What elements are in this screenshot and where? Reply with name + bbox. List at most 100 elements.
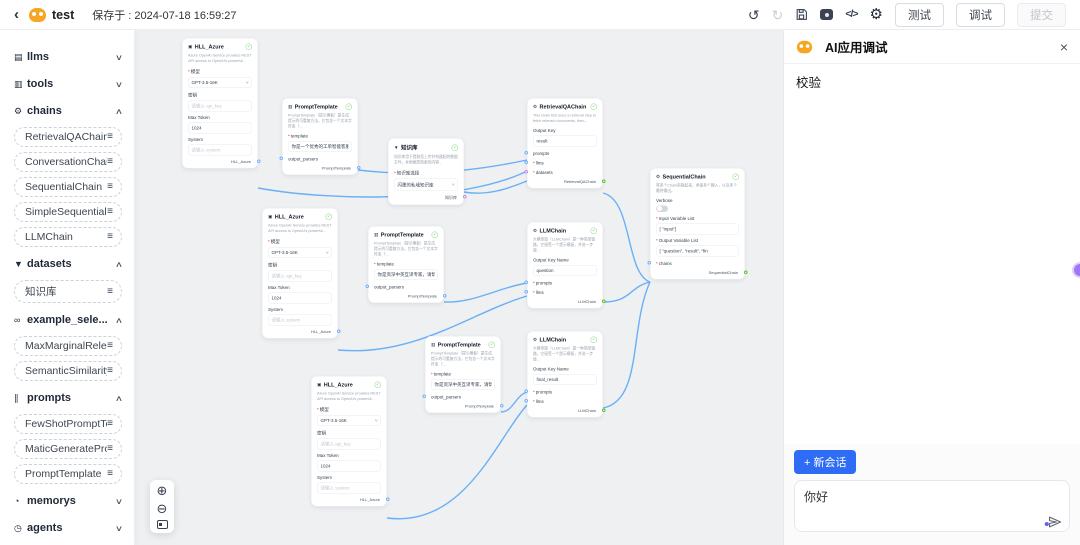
api-key-input[interactable] bbox=[317, 438, 381, 450]
drag-handle-icon[interactable]: ≡ bbox=[107, 418, 113, 429]
output-key-name-input[interactable] bbox=[533, 373, 597, 385]
output-key-name-input[interactable] bbox=[533, 264, 597, 276]
api-key-input[interactable] bbox=[188, 100, 252, 112]
sidebar-item-retrieval-qa-chain[interactable]: RetrievalQAChain ≡ bbox=[14, 127, 122, 147]
node-knowledge-base[interactable]: ▼ 知识库 ✓ 知识库用于提取您上传并构建起的数据文件，并根据您检索的内容...… bbox=[388, 138, 540, 272]
output-handle[interactable] bbox=[602, 179, 606, 183]
sidebar-section-agents[interactable]: ◷ agents ∨ bbox=[14, 518, 123, 538]
input-handle-prompts[interactable] bbox=[524, 280, 528, 284]
redo-icon[interactable]: ↻ bbox=[771, 6, 784, 23]
input-handle-llms[interactable] bbox=[524, 160, 528, 164]
zoom-out-button[interactable]: ⊖ bbox=[156, 501, 168, 516]
node-hll-azure[interactable]: ▣ HLL_Azure ✓ Azure OpenAI Service provi… bbox=[311, 376, 463, 545]
template-input[interactable] bbox=[288, 140, 352, 152]
template-input[interactable] bbox=[431, 378, 495, 390]
system-input[interactable] bbox=[188, 144, 252, 156]
flow-canvas[interactable]: ▣ HLL_Azure ✓ Azure OpenAI Service provi… bbox=[135, 30, 783, 545]
output-variable-list-input[interactable] bbox=[656, 245, 739, 257]
system-input[interactable] bbox=[268, 314, 332, 326]
node-sequential-chain[interactable]: ⚙ SequentialChain ✓ 将多个Chain串联起来，承接多个输入，… bbox=[647, 168, 783, 391]
output-handle[interactable] bbox=[257, 159, 261, 163]
node-hll-azure[interactable]: ▣ HLL_Azure ✓ Azure OpenAI Service provi… bbox=[262, 208, 414, 469]
input-handle-datasets[interactable] bbox=[524, 169, 528, 174]
sidebar-item-knowledge-base[interactable]: 知识库 ≡ bbox=[14, 280, 122, 303]
node-retrieval-qa-chain[interactable]: ⚙ RetrievalQAChain ✓ This chain first do… bbox=[524, 98, 679, 279]
input-handle-llms[interactable] bbox=[524, 398, 528, 403]
node-hll-azure[interactable]: ▣ HLL_Azure ✓ Azure OpenAI Service provi… bbox=[182, 38, 334, 299]
api-key-input[interactable] bbox=[268, 270, 332, 282]
sidebar-section-chains[interactable]: ⚙ chains ∧ bbox=[14, 101, 123, 121]
fit-view-button[interactable] bbox=[156, 520, 168, 529]
new-session-button[interactable]: + 新会话 bbox=[794, 450, 857, 474]
save-icon[interactable] bbox=[795, 8, 808, 21]
right-edge-handle[interactable] bbox=[1074, 264, 1080, 276]
sidebar-item-semantic-similarity[interactable]: SemanticSimilarityE... ≡ bbox=[14, 361, 122, 381]
input-handle-output-parsers[interactable] bbox=[422, 394, 426, 398]
output-handle[interactable] bbox=[744, 270, 748, 274]
sidebar-section-example-selectors[interactable]: ∞ example_sele... ∧ bbox=[14, 310, 123, 330]
drag-handle-icon[interactable]: ≡ bbox=[107, 131, 113, 142]
submit-button[interactable]: 提交 bbox=[1017, 2, 1066, 27]
knowledge-base-select[interactable]: 闪墨的私域知识库∨ bbox=[394, 178, 458, 191]
send-icon[interactable] bbox=[1044, 515, 1062, 529]
debug-button[interactable]: 调试 bbox=[956, 2, 1005, 27]
input-handle-prompts[interactable] bbox=[524, 389, 528, 393]
sidebar-item-llm-chain[interactable]: LLMChain ≡ bbox=[14, 227, 122, 247]
sidebar-section-llms[interactable]: ▤ llms ∨ bbox=[14, 47, 123, 67]
settings-gear-icon[interactable]: ⚙ bbox=[869, 6, 883, 23]
output-key-input[interactable] bbox=[533, 135, 597, 147]
sidebar-item-prompt-template[interactable]: PromptTemplate ≡ bbox=[14, 464, 122, 484]
input-handle-llms[interactable] bbox=[524, 289, 528, 294]
max-token-input[interactable] bbox=[268, 292, 332, 304]
sidebar-section-tools[interactable]: ▥ tools ∨ bbox=[14, 74, 123, 94]
output-handle[interactable] bbox=[443, 293, 447, 298]
max-token-input[interactable] bbox=[317, 460, 381, 472]
max-token-input[interactable] bbox=[188, 122, 252, 134]
template-input[interactable] bbox=[374, 268, 438, 280]
test-button[interactable]: 测试 bbox=[895, 2, 944, 27]
node-prompt-template[interactable]: ▥ PromptTemplate ✓ PromptTemplate（提示模板）是… bbox=[365, 226, 520, 380]
code-icon[interactable]: </> bbox=[845, 8, 858, 21]
undo-icon[interactable]: ↺ bbox=[747, 6, 760, 23]
snapshot-icon[interactable] bbox=[820, 9, 834, 20]
output-handle[interactable] bbox=[386, 497, 390, 501]
drag-handle-icon[interactable]: ≡ bbox=[107, 340, 113, 351]
verbose-toggle[interactable] bbox=[656, 205, 668, 212]
system-input[interactable] bbox=[317, 482, 381, 494]
model-select[interactable]: GPT-3.5-16K∨ bbox=[317, 414, 381, 426]
input-handle-chains[interactable] bbox=[647, 260, 651, 265]
sidebar-item-matic-generate-prompt[interactable]: MaticGeneratePro... ≡ bbox=[14, 439, 122, 459]
sidebar-item-max-marginal-relevance[interactable]: MaxMarginalReleva... ≡ bbox=[14, 336, 122, 356]
node-llm-chain[interactable]: ⚙ LLMChain ✓ 大模型链（LLMChain）是一种简单链路，它接受一个… bbox=[524, 222, 679, 395]
back-button[interactable]: ‹ bbox=[14, 6, 19, 23]
drag-handle-icon[interactable]: ≡ bbox=[107, 156, 113, 167]
output-handle[interactable] bbox=[337, 329, 341, 333]
output-handle[interactable] bbox=[602, 408, 606, 412]
zoom-in-button[interactable]: ⊕ bbox=[156, 483, 168, 498]
close-icon[interactable]: × bbox=[1059, 38, 1068, 55]
sidebar-item-simple-sequential-chain[interactable]: SimpleSequentialC... ≡ bbox=[14, 202, 122, 222]
sidebar-item-few-shot-prompt-template[interactable]: FewShotPromptTe... ≡ bbox=[14, 414, 122, 434]
output-handle[interactable] bbox=[500, 403, 504, 408]
drag-handle-icon[interactable]: ≡ bbox=[107, 365, 113, 376]
node-prompt-template[interactable]: ▥ PromptTemplate ✓ PromptTemplate（提示模板）是… bbox=[279, 98, 434, 252]
output-handle[interactable] bbox=[463, 194, 467, 199]
drag-handle-icon[interactable]: ≡ bbox=[107, 181, 113, 192]
input-handle-output-parsers[interactable] bbox=[279, 156, 283, 160]
input-handle-output-parsers[interactable] bbox=[365, 284, 369, 288]
output-handle[interactable] bbox=[602, 299, 606, 303]
node-prompt-template[interactable]: ▥ PromptTemplate ✓ PromptTemplate（提示模板）是… bbox=[422, 336, 577, 490]
drag-handle-icon[interactable]: ≡ bbox=[107, 231, 113, 242]
drag-handle-icon[interactable]: ≡ bbox=[107, 285, 113, 297]
drag-handle-icon[interactable]: ≡ bbox=[107, 443, 113, 454]
input-variable-list-input[interactable] bbox=[656, 223, 739, 235]
sidebar-item-sequential-chain[interactable]: SequentialChain ≡ bbox=[14, 177, 122, 197]
input-handle-prompts[interactable] bbox=[524, 150, 528, 155]
chat-message-input[interactable]: 你好 bbox=[794, 480, 1070, 532]
node-llm-chain[interactable]: ⚙ LLMChain ✓ 大模型链（LLMChain）是一种简单链路，它接受一个… bbox=[524, 331, 679, 504]
model-select[interactable]: GPT-3.5-16K∨ bbox=[188, 76, 252, 88]
drag-handle-icon[interactable]: ≡ bbox=[107, 206, 113, 217]
sidebar-section-memorys[interactable]: ◔ memorys ∨ bbox=[14, 491, 123, 511]
sidebar-section-datasets[interactable]: ▼ datasets ∧ bbox=[14, 254, 123, 274]
model-select[interactable]: GPT-3.5-16K∨ bbox=[268, 246, 332, 258]
